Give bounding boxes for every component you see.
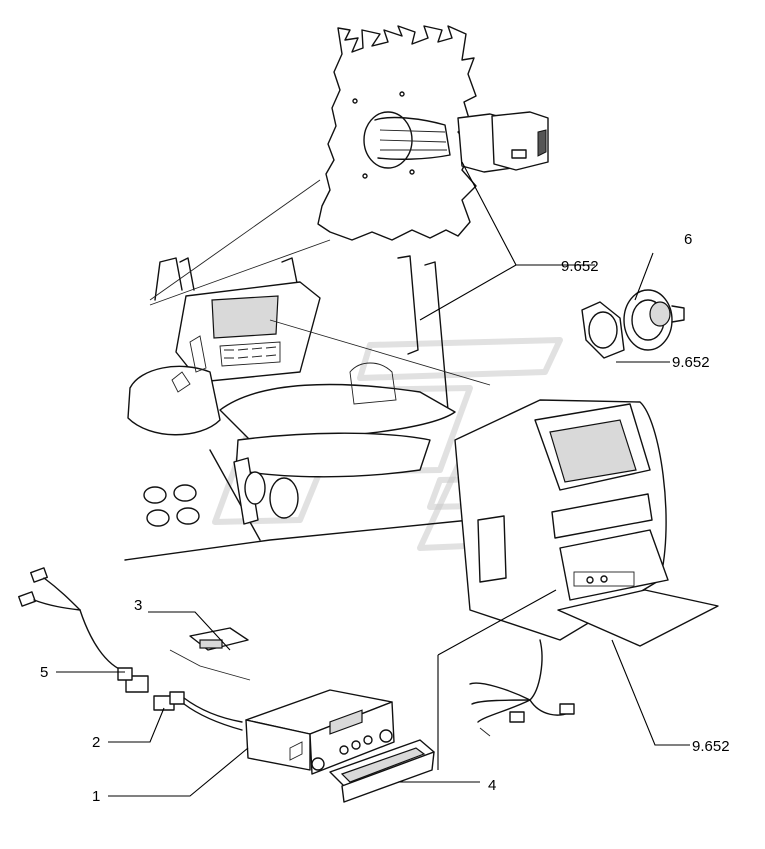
callout-ref-speaker: 9.652: [672, 354, 710, 371]
side-console: [454, 399, 719, 647]
speaker: [581, 289, 685, 359]
callout-6: 6: [684, 231, 692, 248]
trim-frame: [329, 739, 435, 803]
mounting-clip: [169, 627, 251, 681]
callout-4: 4: [488, 777, 496, 794]
radio-unit: [245, 689, 395, 775]
callout-1: 1: [92, 788, 100, 805]
leader-lines: [56, 161, 690, 797]
callout-ref-bottom: 9.652: [692, 738, 730, 755]
callout-labels: 9.652 6 9.652 3 5 2 9.652 4 1: [40, 231, 730, 805]
callout-5: 5: [40, 664, 48, 681]
callout-3: 3: [134, 597, 142, 614]
wiring-harness: [18, 567, 149, 693]
callout-ref-top: 9.652: [561, 258, 599, 275]
cab-overview: [124, 179, 491, 561]
loose-wires: [469, 639, 575, 737]
callout-2: 2: [92, 734, 100, 751]
connector-adapter: [153, 691, 243, 731]
control-knobs: [143, 484, 200, 527]
panel-detail: [317, 25, 549, 241]
